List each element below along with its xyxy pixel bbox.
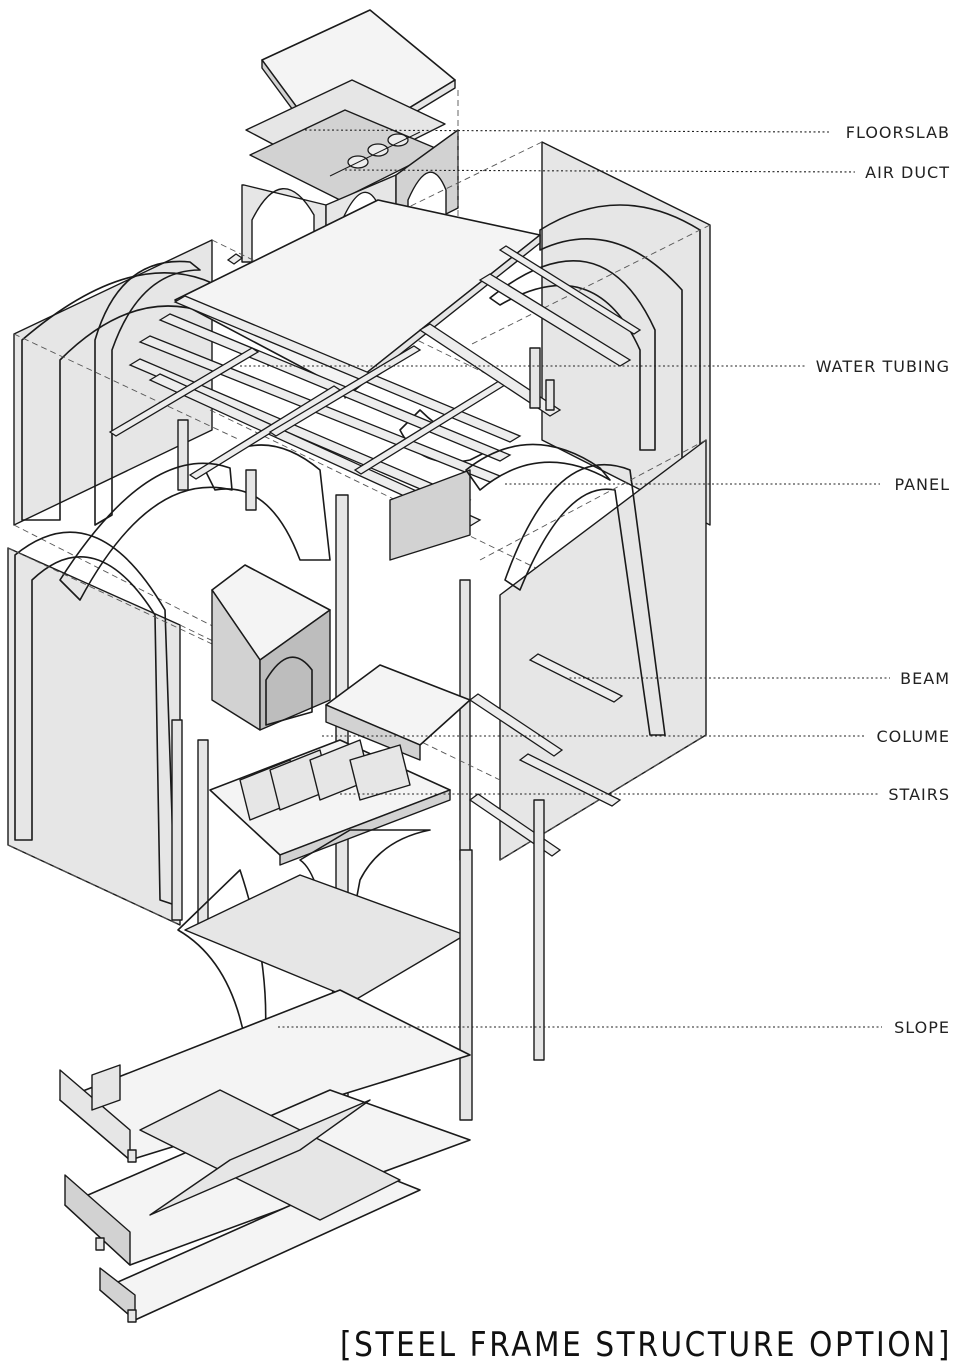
label-stairs: STAIRS — [888, 785, 950, 804]
lower-room — [211, 564, 471, 761]
tubing-panel — [389, 469, 471, 561]
lower-left-wall-panel — [7, 547, 181, 926]
upper-right-wall-panel — [541, 141, 711, 526]
slope-group — [59, 989, 471, 1323]
air-duct-pipes — [329, 131, 421, 177]
cross-tubes — [108, 253, 507, 480]
water-tubing-group — [108, 245, 642, 561]
upper-arch-level — [13, 141, 711, 641]
label-slope: SLOPE — [894, 1018, 950, 1037]
callout-labels: FLOORSLAB AIR DUCT WATER TUBING PANEL BE… — [816, 123, 950, 1037]
upper-front-right-arch — [489, 260, 656, 451]
upper-right-beams — [418, 245, 642, 417]
stairs-group — [209, 739, 451, 866]
label-water-tubing: WATER TUBING — [816, 357, 950, 376]
label-air-duct: AIR DUCT — [865, 163, 950, 182]
label-colume: COLUME — [876, 727, 950, 746]
label-floorslab: FLOORSLAB — [846, 123, 950, 142]
upper-front-left-arch — [94, 260, 201, 526]
label-panel: PANEL — [894, 475, 950, 494]
callout-leaders — [240, 129, 890, 1028]
label-beam: BEAM — [900, 669, 950, 688]
stair-steps — [239, 739, 411, 821]
leader-floorslab — [304, 129, 831, 133]
diagram-caption: [STEEL FRAME STRUCTURE OPTION] — [340, 1325, 952, 1365]
upper-left-wall-panel — [13, 239, 213, 526]
